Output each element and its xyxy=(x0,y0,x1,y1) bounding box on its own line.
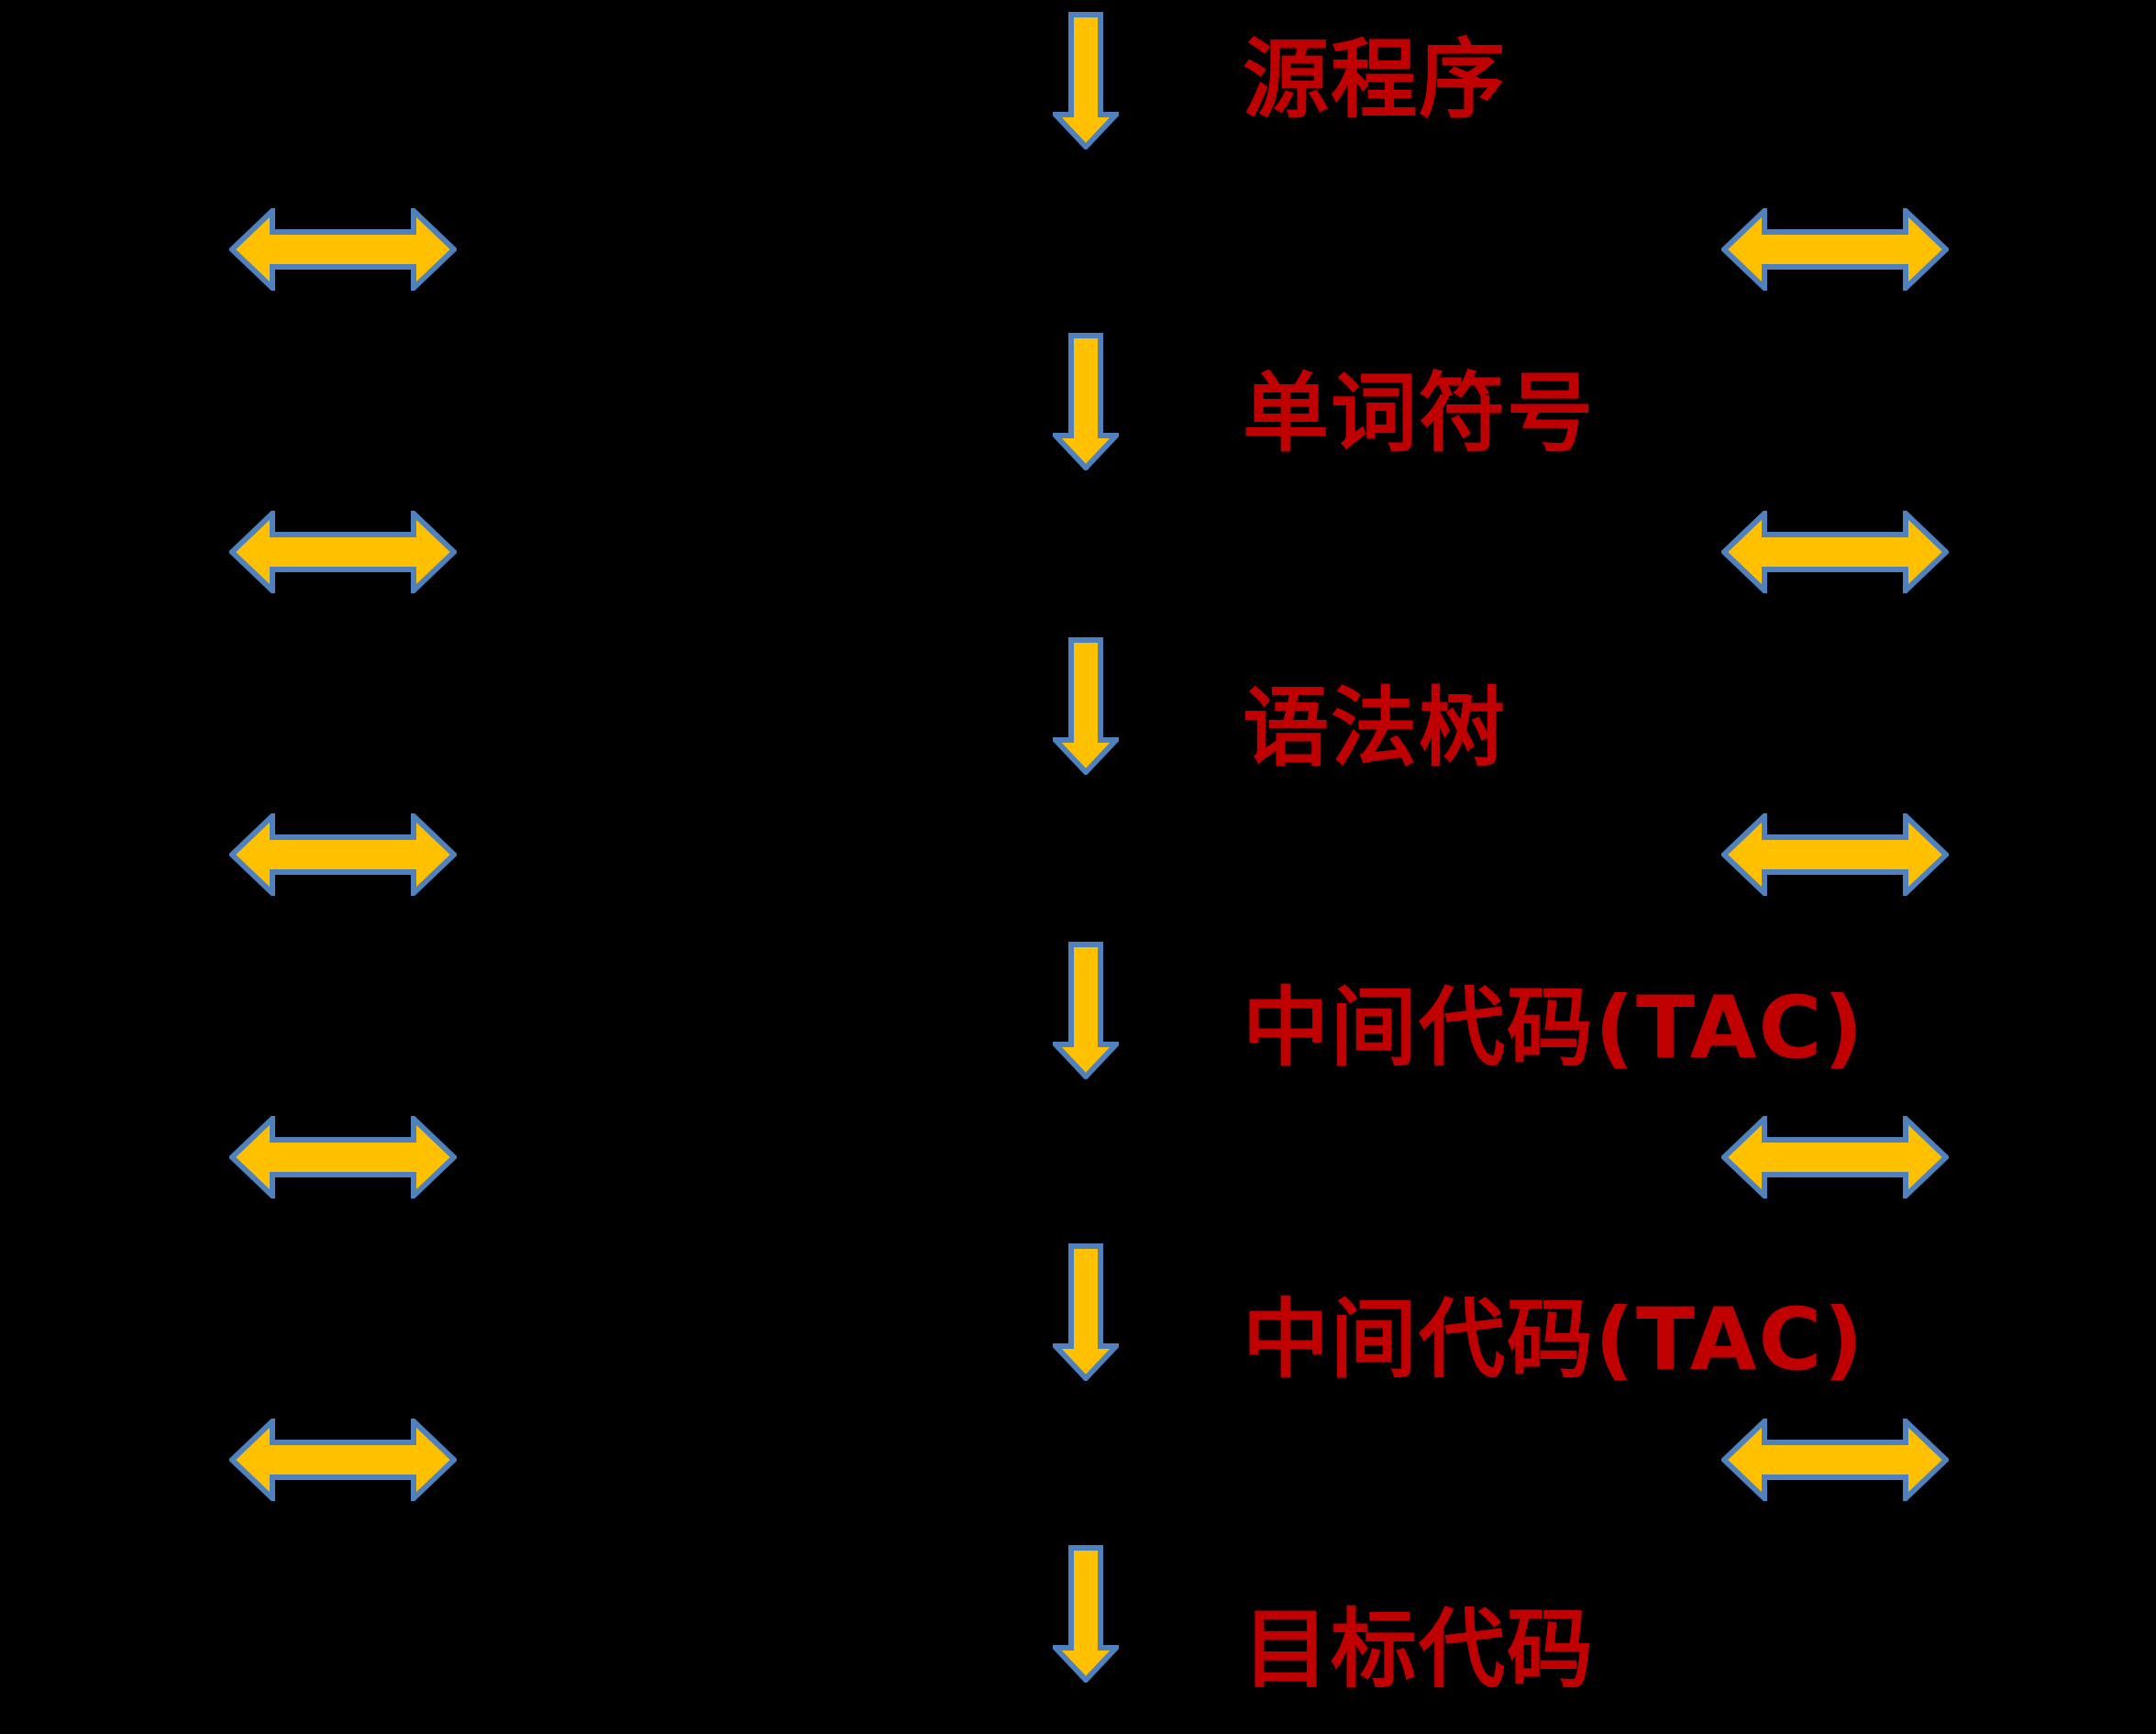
stage-label-intermediate-code: 中间代码(TAC) xyxy=(1243,978,1865,1078)
right-bidirectional-arrow-icon xyxy=(1721,208,1949,291)
down-arrow-icon xyxy=(1053,1545,1119,1683)
down-arrow-icon xyxy=(1053,942,1119,1079)
right-bidirectional-arrow-icon xyxy=(1721,511,1949,593)
right-bidirectional-arrow-icon xyxy=(1721,1419,1949,1501)
left-bidirectional-arrow-icon xyxy=(229,813,457,896)
left-bidirectional-arrow-icon xyxy=(229,1419,457,1501)
down-arrow-icon xyxy=(1053,333,1119,470)
down-arrow-icon xyxy=(1053,1243,1119,1381)
left-bidirectional-arrow-icon xyxy=(229,1116,457,1198)
stage-label-token-symbols: 单词符号 xyxy=(1243,364,1596,464)
stage-label-intermediate-code: 中间代码(TAC) xyxy=(1243,1290,1865,1390)
stage-label-syntax-tree: 语法树 xyxy=(1243,679,1508,779)
left-bidirectional-arrow-icon xyxy=(229,511,457,593)
right-bidirectional-arrow-icon xyxy=(1721,1116,1949,1198)
down-arrow-icon xyxy=(1053,12,1119,149)
down-arrow-icon xyxy=(1053,637,1119,775)
stage-label-source-program: 源程序 xyxy=(1243,30,1508,130)
left-bidirectional-arrow-icon xyxy=(229,208,457,291)
stage-label-target-code: 目标代码 xyxy=(1243,1600,1596,1700)
right-bidirectional-arrow-icon xyxy=(1721,813,1949,896)
